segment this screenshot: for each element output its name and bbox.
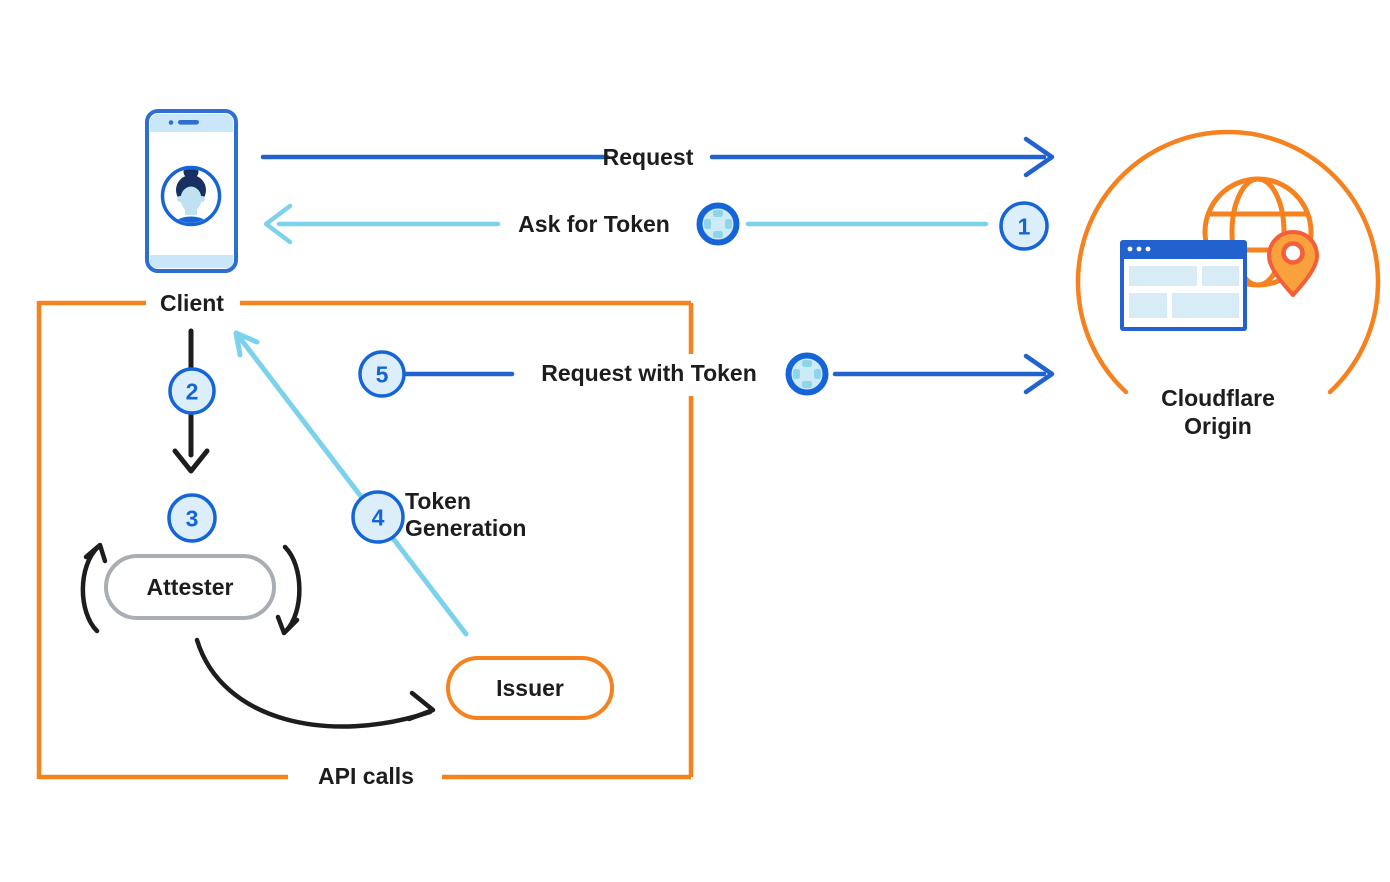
step-3-badge bbox=[167, 493, 217, 543]
issuer-node bbox=[446, 656, 614, 720]
step-2-number: 2 bbox=[185, 378, 199, 405]
request-with-token-arrow bbox=[402, 353, 1055, 395]
token-generation-label: Token Generation bbox=[405, 488, 526, 542]
cloudflare-origin-label-line1: Cloudflare bbox=[1161, 385, 1275, 411]
token-generation-arrow bbox=[233, 330, 469, 637]
step-5-number: 5 bbox=[375, 361, 389, 388]
browser-window-icon bbox=[1120, 240, 1247, 331]
step-1-number: 1 bbox=[1017, 213, 1031, 240]
client-label: Client bbox=[160, 289, 224, 316]
cloudflare-origin-label: Cloudflare Origin bbox=[1161, 384, 1275, 440]
api-calls-box bbox=[36, 300, 694, 780]
step-4-badge bbox=[351, 490, 405, 544]
token-icon bbox=[696, 202, 740, 246]
issuer-label: Issuer bbox=[496, 674, 564, 701]
cloudflare-origin-label-line2: Origin bbox=[1184, 413, 1252, 439]
origin-circle bbox=[1075, 129, 1381, 395]
token-generation-label-line2: Generation bbox=[405, 515, 527, 541]
step-1-badge bbox=[999, 201, 1049, 251]
user-avatar-icon bbox=[170, 169, 212, 223]
step-badges bbox=[167, 201, 1049, 544]
step-2-badge bbox=[168, 367, 216, 415]
location-pin-icon bbox=[1267, 230, 1319, 297]
attester-to-issuer-arrow bbox=[194, 637, 436, 729]
attester-loop-arrow-right bbox=[275, 544, 302, 636]
request-with-token-label: Request with Token bbox=[541, 359, 757, 386]
step-4-number: 4 bbox=[371, 504, 385, 531]
attester-loop-arrow-left bbox=[80, 542, 108, 634]
ask-for-token-label: Ask for Token bbox=[518, 210, 670, 237]
step-3-number: 3 bbox=[185, 505, 199, 532]
ask-for-token-arrow bbox=[263, 203, 989, 245]
token-generation-label-line1: Token bbox=[405, 488, 472, 514]
request-label: Request bbox=[602, 143, 694, 170]
phone-user-icon bbox=[145, 109, 238, 273]
attester-node bbox=[104, 554, 276, 620]
api-calls-label: API calls bbox=[318, 762, 414, 789]
token-icon bbox=[785, 352, 829, 396]
attester-label: Attester bbox=[146, 573, 234, 600]
step-5-badge bbox=[358, 350, 406, 398]
request-arrow bbox=[260, 136, 1055, 178]
